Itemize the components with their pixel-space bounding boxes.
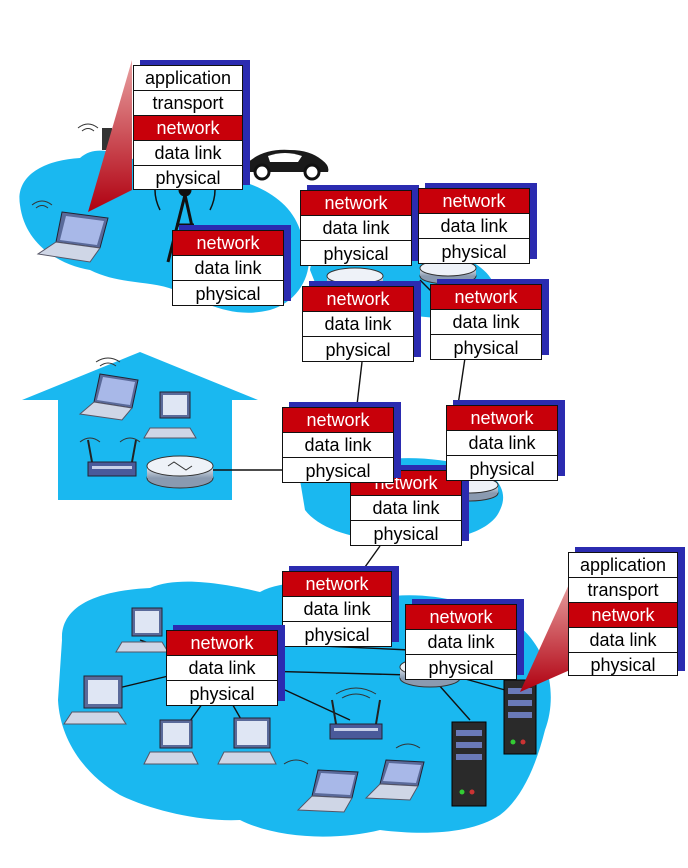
wireless-signal-icon (31, 123, 421, 765)
desktop-icon (217, 717, 277, 765)
network-layer: network (431, 285, 541, 310)
network-layer: network (283, 572, 391, 597)
callout-wedge (88, 60, 132, 212)
network-layer: network (167, 631, 277, 656)
server-icon (451, 721, 487, 807)
phone-icon (102, 128, 112, 150)
router-protocol-stack: network data link physical (172, 225, 291, 306)
data-link-layer: data link (406, 630, 516, 655)
transport-layer: transport (569, 578, 677, 603)
application-layer: application (134, 66, 242, 91)
desktop-icon (143, 719, 199, 765)
laptop-icon (364, 759, 425, 801)
physical-layer: physical (325, 339, 391, 360)
network-layer: network (173, 231, 283, 256)
network-layer: network (301, 191, 411, 216)
wireless-router-icon (87, 439, 137, 477)
router-protocol-stack: network data link physical (166, 625, 285, 706)
data-link-layer: data link (173, 256, 283, 281)
car-icon (245, 149, 329, 181)
desktop-icon (63, 675, 127, 725)
router-protocol-stack: network data link physical (282, 566, 399, 647)
network-layer: network (406, 605, 516, 630)
data-link-layer: data link (283, 433, 393, 458)
desktop-icon (143, 391, 197, 439)
data-link-layer: data link (419, 214, 529, 239)
router-protocol-stack: network data link physical (302, 281, 421, 362)
callout-wedge (520, 582, 570, 692)
network-layer: network (134, 116, 242, 141)
laptop-icon (36, 211, 109, 263)
data-link-layer: data link (134, 141, 242, 166)
physical-layer: physical (189, 683, 255, 704)
physical-layer: physical (428, 657, 494, 678)
physical-layer: physical (373, 523, 439, 544)
physical-layer: physical (155, 168, 221, 188)
physical-layer: physical (195, 283, 261, 304)
physical-layer: physical (441, 241, 507, 262)
router-protocol-stack: network data link physical (300, 185, 419, 266)
router-icon (146, 455, 214, 489)
physical-layer: physical (453, 337, 519, 358)
router-protocol-stack: network data link physical (405, 599, 524, 680)
data-link-layer: data link (447, 431, 557, 456)
server-icon (503, 679, 537, 755)
transport-layer: transport (134, 91, 242, 116)
network-layer: network (283, 408, 393, 433)
network-layer: network (303, 287, 413, 312)
router-protocol-stack: network data link physical (430, 279, 549, 360)
network-layer: network (447, 406, 557, 431)
physical-layer: physical (469, 458, 535, 479)
physical-layer: physical (323, 243, 389, 264)
data-link-layer: data link (569, 628, 677, 653)
data-link-layer: data link (431, 310, 541, 335)
data-link-layer: data link (301, 216, 411, 241)
physical-layer: physical (304, 624, 370, 645)
network-layer: network (419, 189, 529, 214)
house-icon (22, 352, 258, 500)
laptop-icon (78, 373, 139, 421)
router-protocol-stack: network data link physical (446, 400, 565, 481)
laptop-icon (296, 769, 359, 813)
physical-layer: physical (305, 460, 371, 481)
data-link-layer: data link (303, 312, 413, 337)
application-layer: application (569, 553, 677, 578)
host-protocol-stack: application transport network data link … (133, 60, 250, 190)
wireless-router-icon (329, 699, 383, 740)
network-layer: network (569, 603, 677, 628)
server-protocol-stack: application transport network data link … (568, 547, 685, 676)
data-link-layer: data link (351, 496, 461, 521)
data-link-layer: data link (283, 597, 391, 622)
data-link-layer: data link (167, 656, 277, 681)
router-protocol-stack: network data link physical (282, 402, 401, 483)
router-protocol-stack: network data link physical (418, 183, 537, 264)
desktop-icon (115, 607, 169, 653)
physical-layer: physical (590, 654, 656, 675)
